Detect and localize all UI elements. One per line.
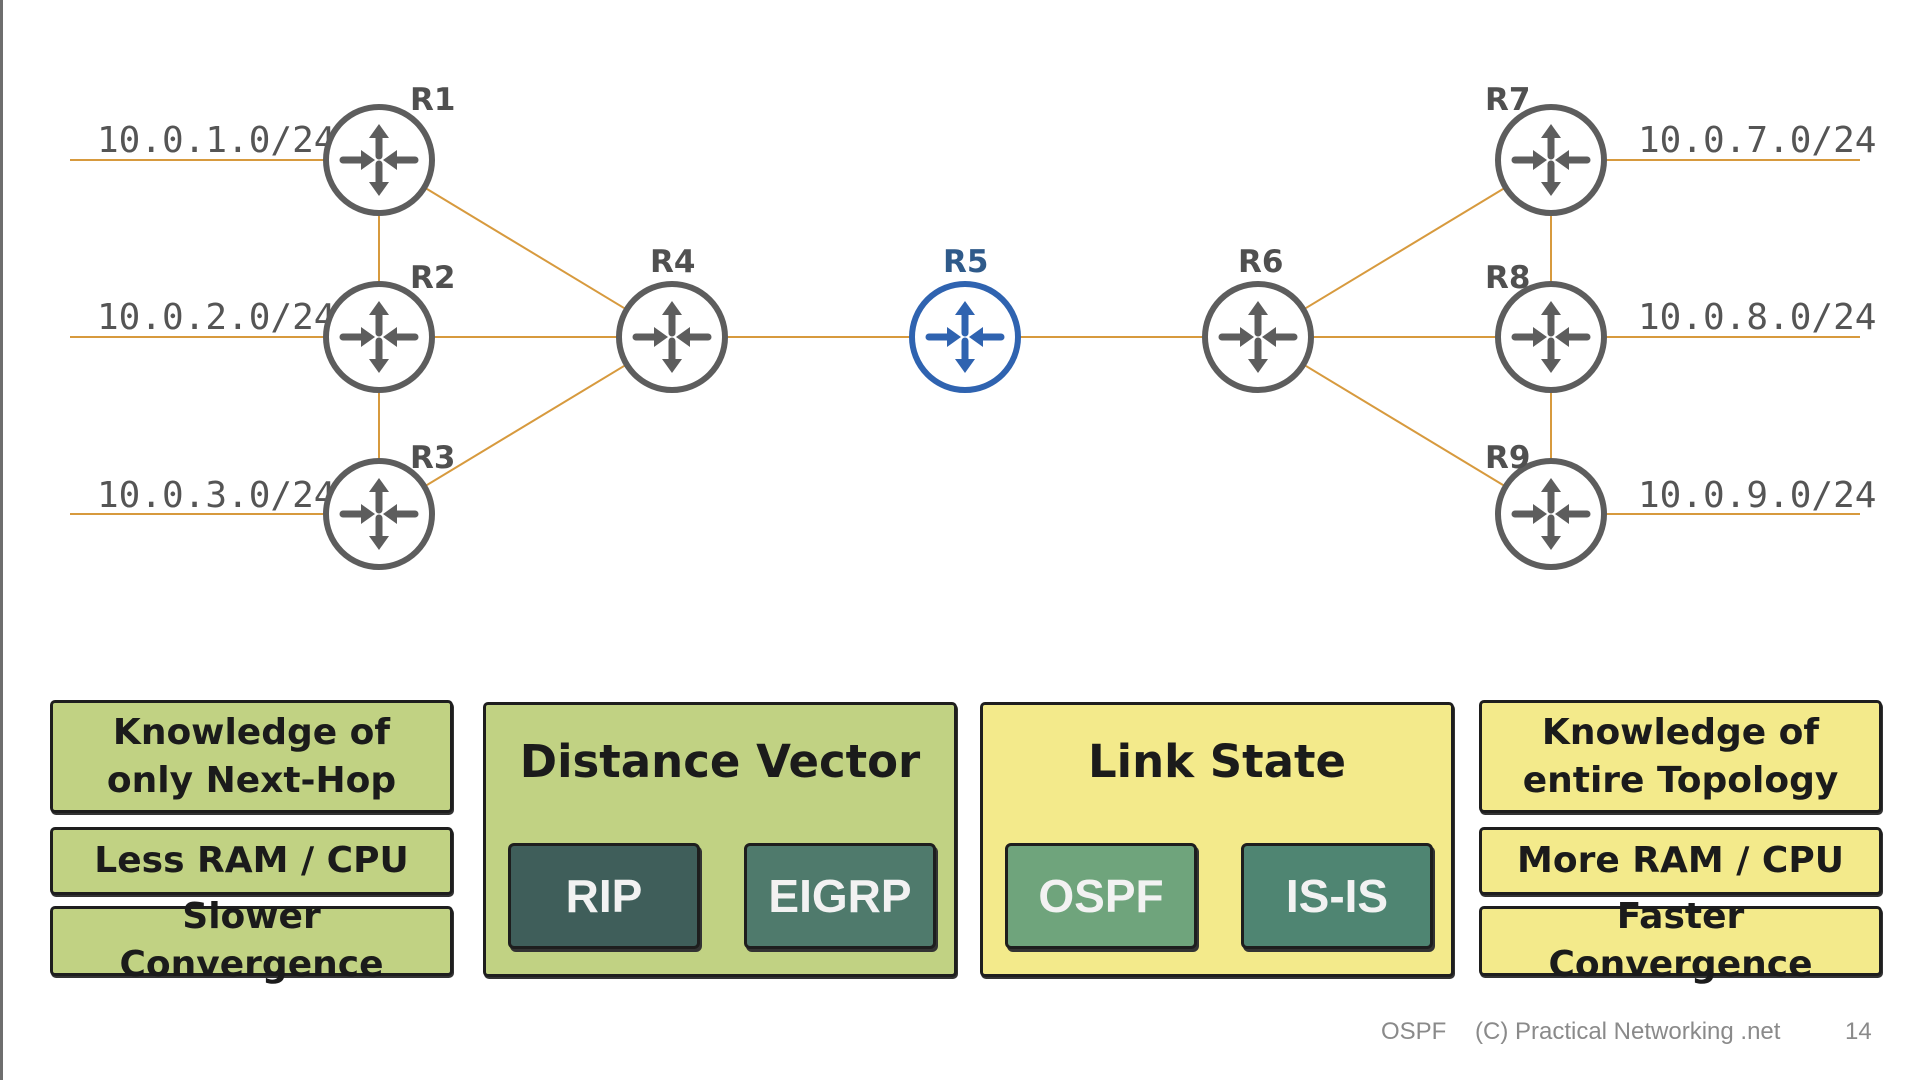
more-resources-box: More RAM / CPU [1479, 827, 1882, 895]
router-r2-icon [323, 281, 435, 393]
router-name-r1: R1 [410, 82, 455, 118]
link-r1-r4 [378, 159, 673, 338]
router-name-r2: R2 [410, 260, 455, 296]
next-hop-knowledge-text: Knowledge of only Next-Hop [106, 711, 397, 801]
faster-convergence-text: Faster Convergence [1548, 896, 1813, 985]
router-r8-icon [1495, 281, 1607, 393]
network-labels-layer: 10.0.1.0/24 10.0.2.0/24 10.0.3.0/24 10.0… [97, 120, 1876, 516]
router-r9-icon [1495, 458, 1607, 570]
router-r1-icon [323, 104, 435, 216]
network-label-r1: 10.0.1.0/24 [97, 120, 335, 161]
footer-copyright: (C) Practical Networking .net [1475, 1018, 1781, 1045]
ospf-protocol-box: OSPF [1005, 843, 1197, 949]
distance-vector-title: Distance Vector [519, 735, 921, 788]
router-name-r5: R5 [943, 244, 988, 280]
network-label-r3: 10.0.3.0/24 [97, 475, 335, 516]
footer-topic: OSPF [1381, 1018, 1447, 1045]
more-resources-text: More RAM / CPU [1517, 840, 1844, 881]
topology-knowledge-box: Knowledge of entire Topology [1479, 700, 1882, 813]
link-state-panel: Link State OSPF IS-IS [980, 702, 1454, 977]
link-r6-r7 [1257, 159, 1552, 338]
footer-page-number: 14 [1845, 1018, 1872, 1045]
next-hop-knowledge-box: Knowledge of only Next-Hop [50, 700, 453, 813]
router-name-r6: R6 [1238, 244, 1283, 280]
router-name-r3: R3 [410, 440, 455, 476]
link-r3-r4 [378, 336, 673, 515]
eigrp-protocol-box: EIGRP [744, 843, 936, 949]
network-label-r2: 10.0.2.0/24 [97, 297, 335, 338]
topology-knowledge-text: Knowledge of entire Topology [1522, 711, 1839, 801]
network-topology-diagram: 10.0.1.0/24 10.0.2.0/24 10.0.3.0/24 10.0… [70, 82, 1876, 570]
isis-protocol-box: IS-IS [1241, 843, 1433, 949]
network-label-r8: 10.0.8.0/24 [1638, 297, 1876, 338]
router-r3-icon [323, 458, 435, 570]
router-r7-icon [1495, 104, 1607, 216]
router-r5-icon [909, 281, 1021, 393]
link-r6-r9 [1257, 336, 1552, 515]
slower-convergence-box: Slower Convergence [50, 896, 453, 985]
router-name-r9: R9 [1485, 440, 1530, 476]
router-names-layer: R1 R2 R3 R4 R5 R6 R7 R8 R9 [410, 82, 1530, 476]
rip-protocol-box: RIP [508, 843, 700, 949]
faster-convergence-box: Faster Convergence [1479, 896, 1882, 985]
router-name-r7: R7 [1485, 82, 1530, 118]
less-resources-box: Less RAM / CPU [50, 827, 453, 895]
less-resources-text: Less RAM / CPU [94, 840, 409, 881]
router-r4-icon [616, 281, 728, 393]
routers-layer [323, 104, 1607, 570]
left-edge-rule [0, 0, 3, 1080]
router-name-r8: R8 [1485, 260, 1530, 296]
network-label-r9: 10.0.9.0/24 [1638, 475, 1876, 516]
router-name-r4: R4 [650, 244, 695, 280]
router-r6-icon [1202, 281, 1314, 393]
link-state-title: Link State [1087, 735, 1347, 788]
slower-convergence-text: Slower Convergence [119, 896, 384, 985]
distance-vector-panel: Distance Vector RIP EIGRP [483, 702, 957, 977]
network-label-r7: 10.0.7.0/24 [1638, 120, 1876, 161]
